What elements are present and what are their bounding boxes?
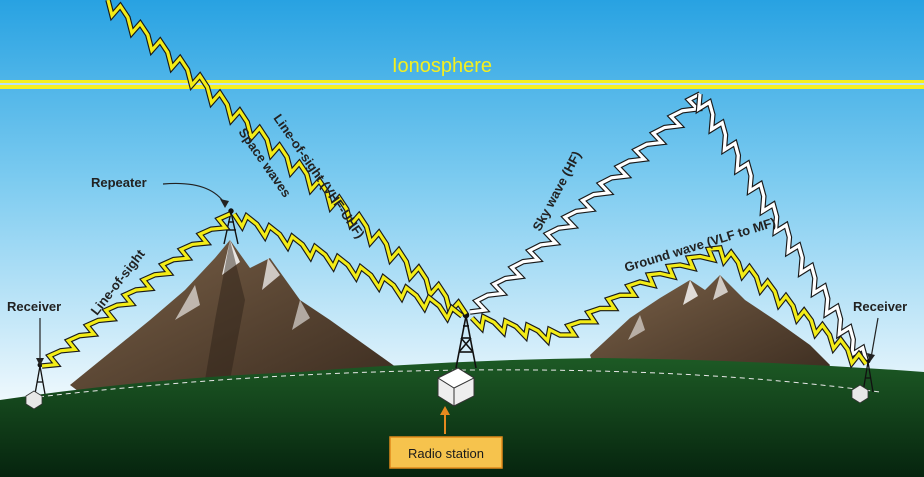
wave-bolts — [41, 0, 869, 369]
radio-station-building-icon — [436, 367, 476, 407]
receiver-left-pointer-arrow — [36, 318, 44, 366]
line-of-sight-left-bolt — [41, 212, 231, 368]
ground-dashed-line — [29, 369, 881, 399]
repeater-pointer-arrow — [162, 182, 229, 208]
radio-station-arrow — [440, 406, 450, 434]
sky-wave-up-bolt — [469, 92, 701, 314]
left-mountain — [70, 240, 400, 400]
receiver-right-building-icon — [851, 384, 869, 404]
radio-station-callout: Radio station — [389, 436, 503, 469]
receiver-left-label: Receiver — [7, 299, 61, 314]
receiver-left-building-icon — [25, 390, 43, 410]
ionosphere-band — [0, 80, 924, 89]
receiver-right-label: Receiver — [853, 299, 907, 314]
repeater-link-bolt — [232, 213, 463, 322]
ionosphere-label: Ionosphere — [392, 55, 492, 77]
ground — [0, 358, 924, 477]
ground-wave-bolt — [470, 246, 868, 367]
receiver-right-pointer-arrow — [867, 317, 879, 362]
space-wave-bolt — [106, 0, 468, 316]
right-mountain — [590, 275, 830, 385]
radio-station-label: Radio station — [408, 446, 484, 461]
repeater-label: Repeater — [91, 175, 147, 190]
sky-wave-down-bolt — [696, 93, 868, 361]
